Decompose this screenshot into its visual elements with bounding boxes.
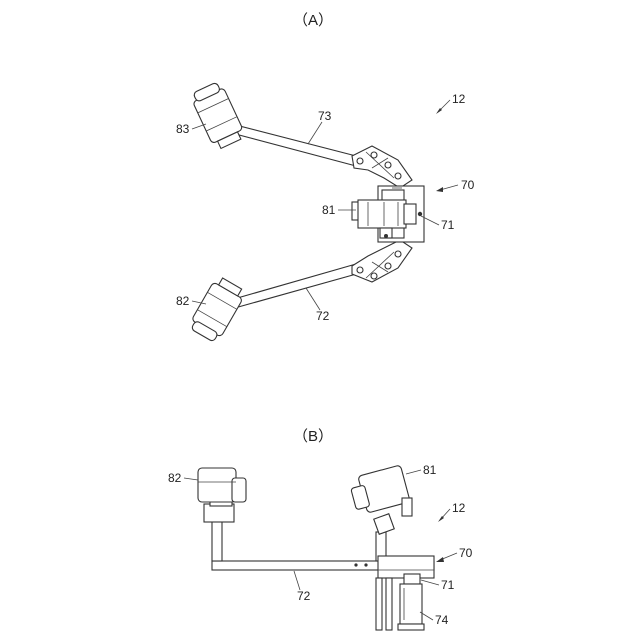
label-a-82: 82 [176, 294, 190, 308]
pivot-71-side [404, 574, 420, 584]
label-a-81: 81 [322, 203, 336, 217]
label-a-73: 73 [318, 109, 332, 123]
label-b-12: 12 [452, 501, 466, 515]
camera-82-top [187, 275, 246, 344]
pivot-71 [418, 212, 422, 216]
label-a-83: 83 [176, 122, 190, 136]
base-assembly-side [376, 556, 434, 630]
upper-joint-bracket [352, 146, 412, 188]
label-b-72: 72 [297, 589, 311, 603]
label-b-82: 82 [168, 471, 182, 485]
label-b-71: 71 [441, 578, 455, 592]
view-a-caption: （A） [293, 12, 333, 29]
arm-73 [224, 123, 360, 166]
label-b-74: 74 [435, 613, 449, 627]
arm-72 [220, 264, 360, 311]
actuator-74 [400, 584, 422, 624]
label-b-81: 81 [423, 463, 437, 477]
label-b-70: 70 [459, 546, 473, 560]
label-a-12: 12 [452, 92, 466, 106]
view-a: （A） [176, 12, 475, 344]
label-a-72: 72 [316, 309, 330, 323]
label-a-70: 70 [461, 178, 475, 192]
lower-joint-bracket [352, 240, 412, 282]
view-b-caption: （B） [293, 428, 333, 445]
view-b: （B） [168, 428, 473, 630]
camera-81-side [351, 465, 412, 561]
camera-83-top [189, 80, 246, 151]
camera-82-side [198, 468, 246, 561]
label-a-71: 71 [441, 218, 455, 232]
